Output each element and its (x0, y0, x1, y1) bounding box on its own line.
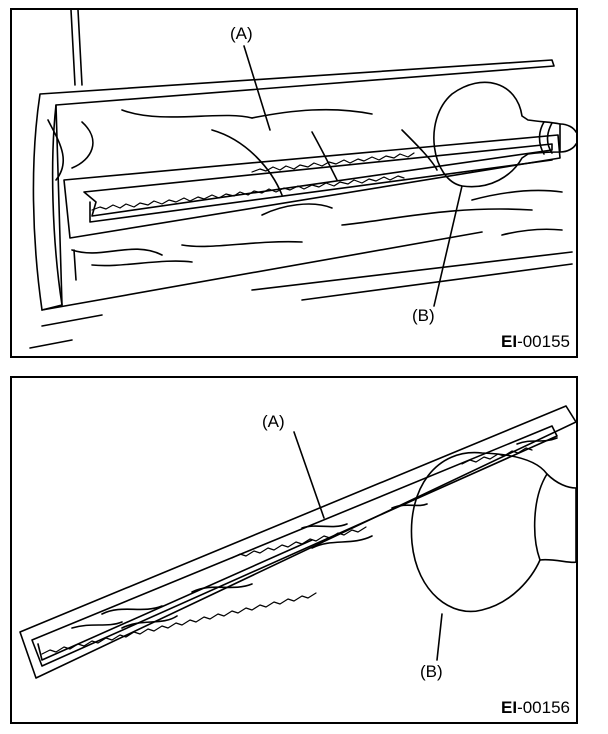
heater-strip-outer (19, 405, 576, 679)
figure-panel-1: (A) (B) EI-00155 (10, 8, 578, 358)
heater-wire-wave (251, 152, 415, 173)
water-streak (121, 615, 178, 629)
water-streak (516, 437, 558, 445)
water-streak (261, 203, 333, 216)
door-body-line (29, 339, 73, 349)
spray-bulb-neck (559, 123, 576, 133)
door-body-line (301, 263, 573, 301)
water-streak (71, 621, 123, 629)
figure-code-number: -00155 (517, 332, 570, 351)
callout-b: (B) (412, 306, 435, 325)
water-streak (71, 248, 163, 256)
water-streak (401, 129, 438, 171)
water-streak (181, 240, 303, 248)
glass-panel-edge (55, 104, 63, 306)
door-frame-line (70, 10, 76, 86)
water-streak (251, 108, 373, 119)
heater-strip-inner (37, 539, 313, 661)
water-streak (311, 535, 373, 549)
door-body-line (251, 251, 573, 291)
figure-code-prefix: EI (501, 332, 518, 351)
water-streak (91, 260, 193, 267)
heater-wire-wave (461, 447, 533, 465)
heater-strip-inner (89, 159, 553, 223)
callout-b: (B) (420, 662, 443, 681)
water-streak (391, 503, 428, 509)
heater-strip-inner (83, 143, 553, 217)
figure-panel-2: (A) (B) EI-00156 (10, 376, 578, 724)
water-streak (101, 605, 163, 615)
figure-1-illustration (29, 10, 576, 349)
figure-code: EI-00156 (501, 698, 570, 718)
water-streak (301, 523, 348, 529)
door-body-line (41, 314, 103, 327)
glass-panel-edge (32, 59, 555, 311)
water-streak (341, 208, 533, 226)
door-frame-line (77, 10, 83, 86)
spray-bulb-neck (533, 473, 548, 561)
leader-line-b (433, 185, 463, 307)
spray-bulb (410, 451, 576, 613)
heater-strip-inner (31, 425, 558, 667)
heater-wire-wave (91, 175, 405, 211)
glass-panel-bottom (41, 231, 483, 311)
spray-bulb-neck (538, 121, 545, 155)
door-frame-line (73, 249, 77, 281)
water-streak (191, 583, 253, 593)
heater-wire-wave (231, 526, 367, 559)
water-streak (501, 228, 563, 236)
leader-line-a (243, 45, 271, 131)
water-streak (71, 121, 94, 169)
spray-bulb-neck (559, 143, 576, 153)
figure-code-number: -00156 (517, 698, 570, 717)
figure-code: EI-00155 (501, 332, 570, 352)
heater-strip-outer (63, 134, 561, 239)
water-streak (121, 109, 253, 119)
leader-line-a (293, 431, 325, 519)
spray-bulb-neck (546, 122, 553, 154)
figure-2-illustration (19, 405, 576, 679)
callout-a: (A) (262, 412, 285, 431)
heater-wire-wave (41, 592, 317, 655)
water-streak (211, 129, 283, 196)
water-streak (471, 189, 563, 201)
leader-line-b (436, 613, 443, 661)
spray-bulb (433, 81, 561, 188)
water-streak (47, 119, 65, 181)
callout-a: (A) (230, 24, 253, 43)
figure-code-prefix: EI (501, 698, 518, 717)
water-streak (311, 131, 338, 181)
